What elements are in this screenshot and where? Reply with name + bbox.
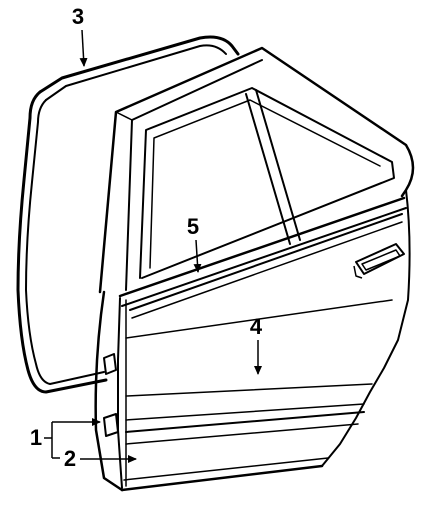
callout-3: 3 <box>72 4 88 67</box>
callout-2: 2 <box>52 446 137 471</box>
callout-label: 1 <box>30 425 42 450</box>
door-handle <box>353 243 405 279</box>
callout-label: 3 <box>72 4 84 29</box>
callout-label: 2 <box>64 446 76 471</box>
callout-5: 5 <box>187 214 202 273</box>
hinge <box>103 353 119 437</box>
weatherstrip <box>16 35 240 394</box>
callout-4: 4 <box>250 314 263 375</box>
callout-label: 4 <box>250 314 263 339</box>
callout-label: 5 <box>187 214 199 239</box>
door-shell <box>94 46 415 492</box>
belt-molding <box>129 213 403 319</box>
side-molding <box>125 411 365 445</box>
callout-1: 1 <box>30 418 101 458</box>
